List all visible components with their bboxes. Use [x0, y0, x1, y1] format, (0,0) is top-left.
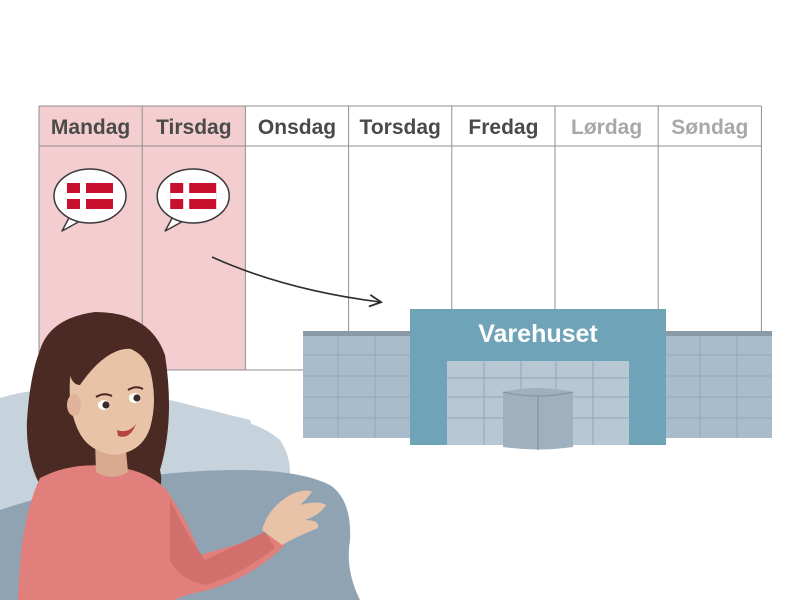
weekly-calendar: Mandag Tirsdag Onsdag Torsdag Fredag Lørdag Sø… — [38, 105, 762, 371]
day-label: Onsdag — [258, 116, 336, 139]
danish-flag-icon — [170, 183, 217, 209]
day-label: Torsdag — [360, 116, 441, 139]
curved-arrow-icon — [211, 256, 380, 302]
waving-hand — [262, 490, 326, 545]
day-label: Søndag — [671, 116, 748, 139]
store-sign — [410, 309, 666, 361]
department-store-building: Varehuset — [303, 309, 772, 450]
speech-bubble-icon — [53, 168, 127, 232]
store-name: Varehuset — [478, 320, 598, 348]
day-label: Lørdag — [571, 116, 642, 139]
highlighted-day-column — [142, 106, 246, 370]
day-label: Tirsdag — [156, 116, 231, 139]
woman-character — [18, 312, 326, 600]
speech-bubble-icon — [156, 168, 230, 232]
day-label: Mandag — [51, 116, 130, 139]
day-label: Fredag — [468, 116, 538, 139]
danish-flag-icon — [67, 183, 113, 209]
